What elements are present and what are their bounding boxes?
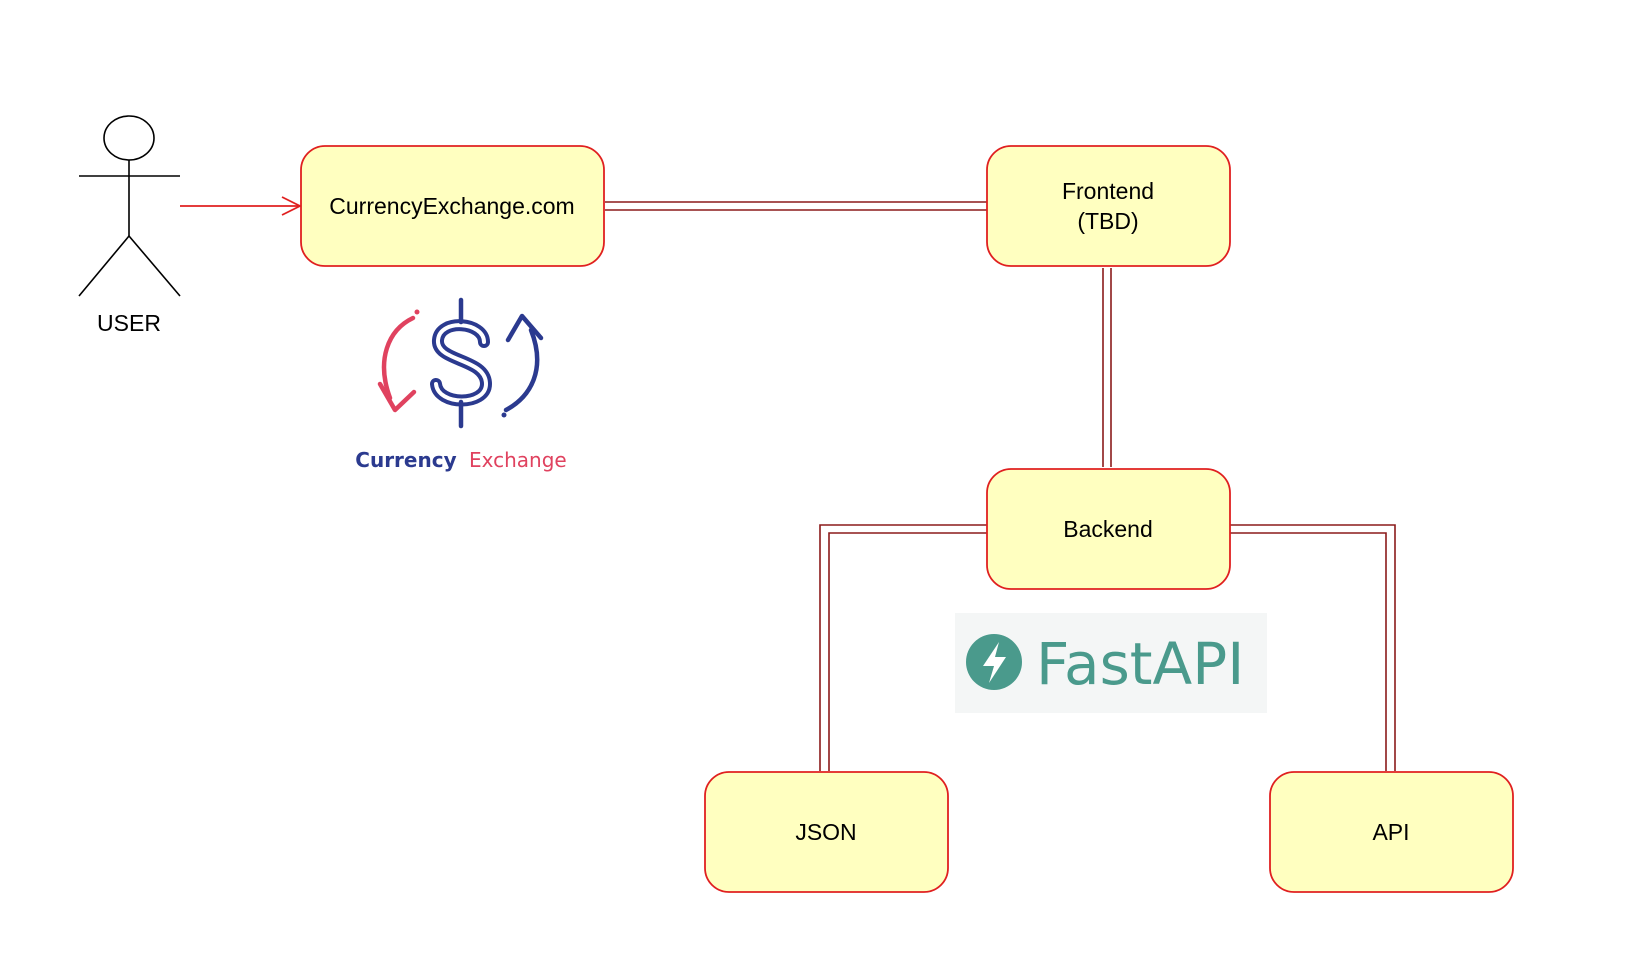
node-backend[interactable]: Backend	[986, 468, 1231, 590]
connector-frontend-backend	[1102, 268, 1112, 467]
actor-label: USER	[97, 310, 161, 336]
actor-right-leg	[128, 235, 181, 297]
actor-head	[103, 115, 155, 161]
connector-site-frontend	[605, 201, 987, 211]
node-json[interactable]: JSON	[704, 771, 949, 893]
user-arrow	[180, 196, 303, 216]
node-api-label: API	[1372, 819, 1409, 845]
currency-exchange-logo: Currency Exchange	[355, 297, 567, 472]
lightning-bolt-icon	[966, 634, 1022, 690]
fastapi-logo-text: FastAPI	[1036, 630, 1244, 698]
actor-left-leg	[78, 235, 130, 297]
connector-backend-json	[819, 524, 987, 771]
node-backend-label: Backend	[1063, 516, 1153, 542]
node-frontend-label: Frontend	[1062, 178, 1154, 204]
connector-backend-api	[1229, 524, 1396, 771]
logo-word-exchange: Exchange	[469, 448, 567, 472]
node-frontend[interactable]: Frontend (TBD)	[986, 145, 1231, 267]
node-currencyexchange-site[interactable]: CurrencyExchange.com	[300, 145, 605, 267]
node-currencyexchange-site-label: CurrencyExchange.com	[329, 193, 574, 219]
node-json-label: JSON	[795, 819, 856, 845]
currency-exchange-logo-text: Currency Exchange	[355, 448, 566, 472]
node-frontend-sublabel: (TBD)	[1077, 208, 1138, 234]
dollar-exchange-icon	[377, 297, 544, 429]
logo-word-currency: Currency	[355, 448, 456, 472]
fastapi-logo: FastAPI	[955, 613, 1267, 713]
node-api[interactable]: API	[1269, 771, 1514, 893]
user-actor	[78, 115, 181, 297]
